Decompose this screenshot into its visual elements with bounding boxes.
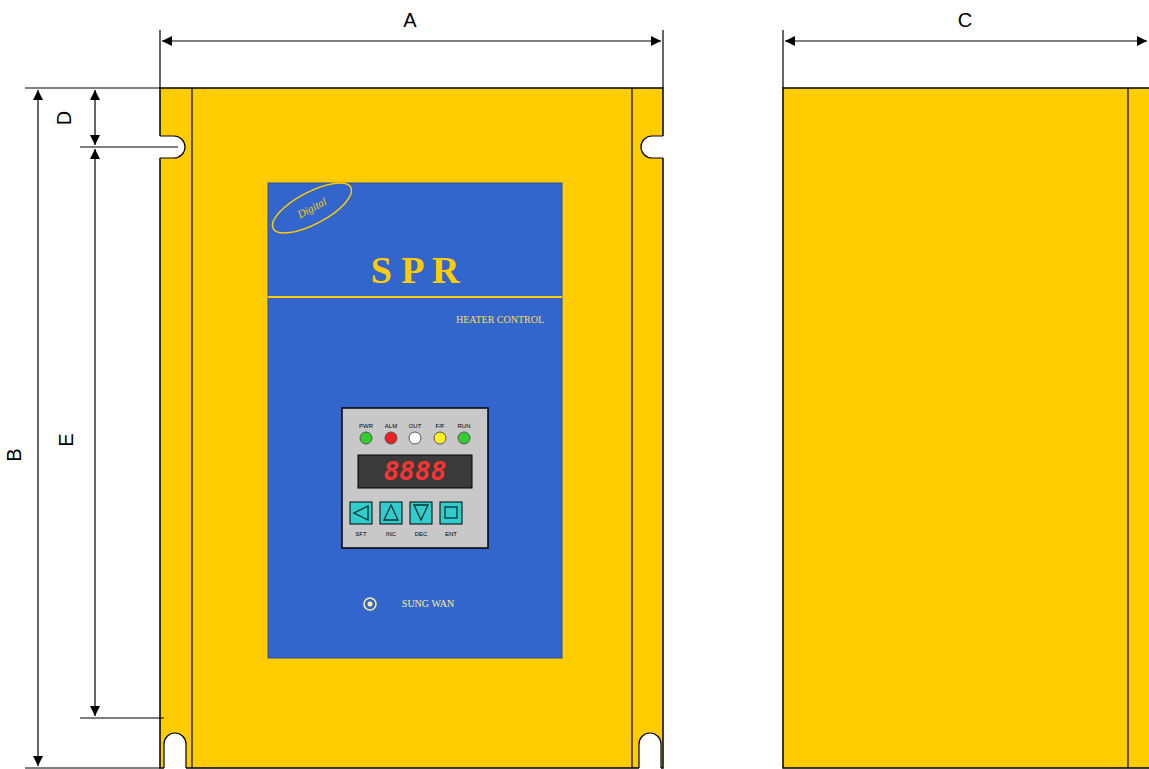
button-label: ENT (445, 531, 457, 537)
led-label: RUN (458, 423, 471, 429)
led-label: ALM (385, 423, 397, 429)
dimension-label: B (4, 448, 24, 461)
led-label: PWR (359, 423, 373, 429)
led-label: OUT (409, 423, 422, 429)
keypad-display: 8888 (342, 408, 488, 548)
button-label: INC (386, 531, 396, 537)
maker-name: SUNG WAN (402, 599, 454, 609)
product-name: S P R (371, 251, 460, 289)
front-panel: Digital S P R HEATER CONTROL SUNG WAN 8888 (268, 183, 562, 658)
badge-text: Digital (296, 196, 329, 220)
dimension-label: A (403, 10, 416, 30)
led-label: F/F (436, 423, 445, 429)
button-label: SFT (355, 531, 366, 537)
seven-seg-display: 8888 (384, 458, 447, 484)
dimension-label: C (958, 10, 972, 30)
product-subtitle: HEATER CONTROL (456, 315, 544, 325)
dimension-label: E (56, 433, 76, 446)
dimension-label: D (54, 111, 74, 125)
button-label: DEC (415, 531, 428, 537)
